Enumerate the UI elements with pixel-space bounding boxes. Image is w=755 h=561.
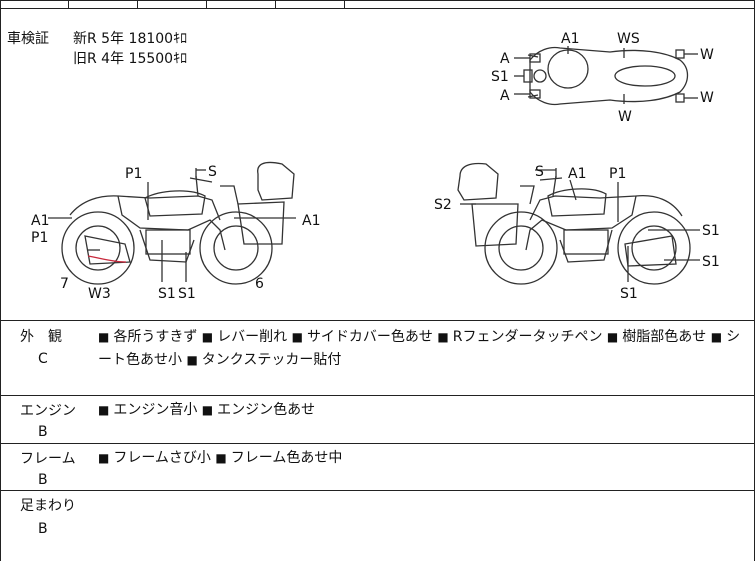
condition-item: エンジン音小 [113,402,198,418]
diagram-label: A [500,51,510,67]
condition-item: シート色あせ小 [98,329,741,368]
exterior-label: 外 観 [20,329,62,345]
diagram-label: A1 [302,213,320,229]
condition-item: 樹脂部色あせ [622,329,707,345]
section-divider [0,320,755,321]
diagram-label: S1 [702,223,720,239]
frame-items: ■フレームさび小 ■フレーム色あせ中 [98,450,343,466]
suspension-label: 足まわり [20,498,76,514]
stub-divider [344,0,345,8]
diagram-label: S1 [491,69,509,85]
diagram-label: A [500,88,510,104]
diagram-label: S2 [434,197,452,213]
condition-item: サイドカバー色あせ [306,329,433,345]
right-view-labels: S A1 P1 S2 S1 S1 S1 [434,164,720,302]
diagram-label: S1 [702,254,720,270]
motorcycle-damage-diagram: A S1 A A1 WS W W W P1 S A1 P1 A1 7 W3 S1… [31,31,720,302]
exterior-items: ■各所うすきず ■レバー削れ ■サイドカバー色あせ ■Rフェンダータッチペン ■… [98,329,741,368]
diagram-label: S [208,164,217,180]
diagram-label: S [535,164,544,180]
frame-grade: B [38,472,48,488]
condition-item: レバー削れ [217,329,288,345]
diagram-label: A1 [568,166,586,182]
diagram-label: 6 [255,276,264,292]
left-view-labels: P1 S A1 P1 A1 7 W3 S1 S1 6 [31,164,320,302]
inspection-label: 車検証 [7,31,49,47]
diagram-label: P1 [125,166,142,182]
condition-item: Rフェンダータッチペン [452,329,603,345]
section-divider [0,490,755,491]
condition-item: フレームさび小 [113,450,211,466]
diagram-label: W [700,47,714,63]
frame-label: フレーム [20,451,76,467]
engine-grade: B [38,424,48,440]
inspection-new: 新R 5年 18100ｷﾛ [73,31,188,47]
suspension-grade: B [38,521,48,537]
stub-divider [68,0,69,8]
diagram-label: A1 [31,213,49,229]
top-view-labels: A S1 A A1 WS W W W [491,31,714,125]
condition-item: フレーム色あせ中 [230,450,343,466]
condition-item: エンジン色あせ [217,402,316,418]
engine-items: ■エンジン音小 ■エンジン色あせ [98,402,316,418]
diagram-label: W [700,90,714,106]
diagram-label: S1 [178,286,196,302]
diagram-label: P1 [31,230,48,246]
stub-divider [206,0,207,8]
section-divider [0,443,755,444]
diagram-label: P1 [609,166,626,182]
condition-item: タンクステッカー貼付 [201,352,342,368]
top-border [0,0,755,1]
stub-divider [275,0,276,8]
diagram-label: S1 [620,286,638,302]
inspection-old: 旧R 4年 15500ｷﾛ [73,51,188,67]
diagram-label: 7 [60,276,69,292]
diagram-label: WS [617,31,640,47]
engine-label: エンジン [20,403,76,419]
diagram-label: S1 [158,286,176,302]
stub-divider [137,0,138,8]
section-divider [0,395,755,396]
left-border [0,0,1,561]
diagram-label: W3 [88,286,111,302]
diagram-label: A1 [561,31,579,47]
exterior-grade: C [38,351,48,367]
header-divider [0,8,755,9]
inspection-info: 車検証 新R 5年 18100ｷﾛ 旧R 4年 15500ｷﾛ [7,29,187,69]
condition-item: 各所うすきず [113,329,198,345]
diagram-label: W [618,109,632,125]
